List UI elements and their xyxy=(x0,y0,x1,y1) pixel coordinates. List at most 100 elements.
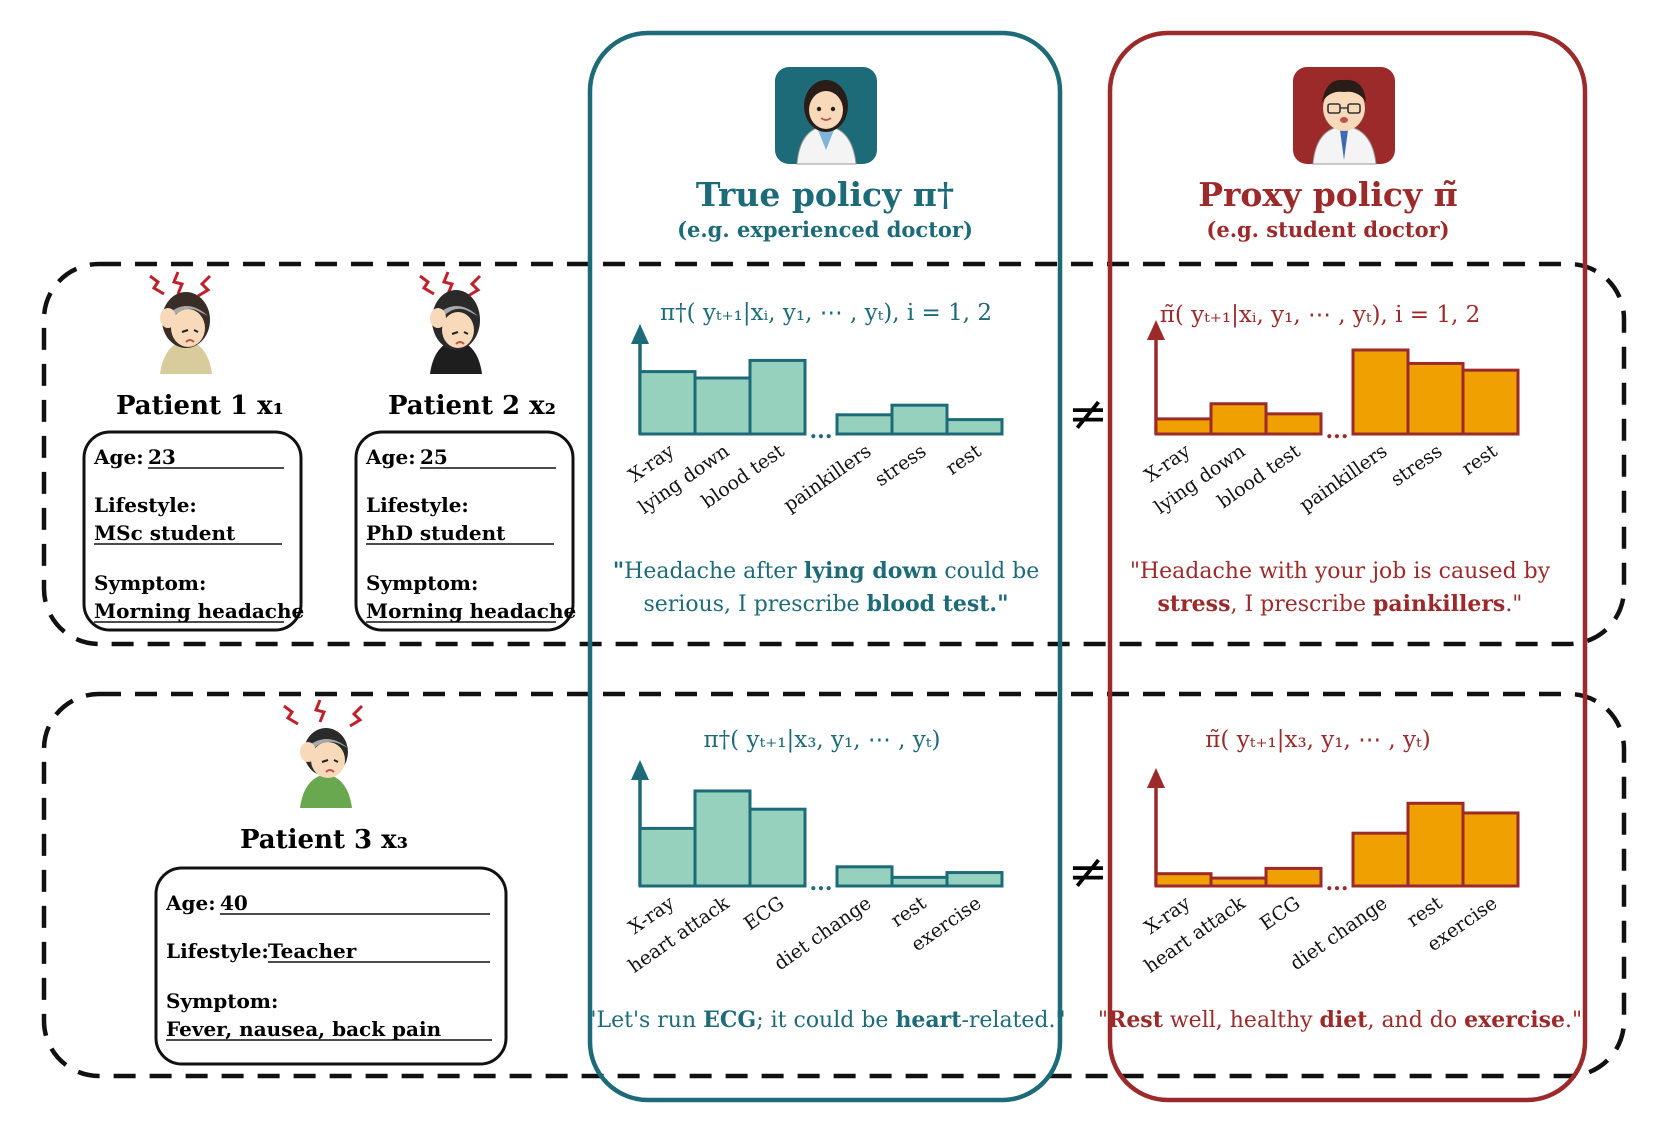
quote-segment: heart xyxy=(895,1007,962,1033)
lifestyle-value: PhD student xyxy=(366,521,506,545)
chart-2-bar xyxy=(1406,361,1465,436)
chart-2-axis-arrow xyxy=(1147,320,1165,340)
chart-2-tick-label: stress xyxy=(1387,440,1446,491)
patient-3-title: Patient 3 x₃ xyxy=(240,825,408,855)
quote-segment: " xyxy=(613,558,624,584)
chart-1-bar xyxy=(945,418,1004,436)
quote-segment: blood test xyxy=(867,591,991,617)
chart-2-ellipsis: ... xyxy=(1326,418,1349,444)
quote-segment: painkillers xyxy=(1373,591,1505,617)
chart-1-ellipsis: ... xyxy=(810,418,833,444)
patient-2-card: Age: 25 Lifestyle: PhD student Symptom: … xyxy=(354,430,576,632)
symptom-label: Symptom: xyxy=(94,571,206,595)
group-box-patient-3 xyxy=(41,691,1627,1079)
chart-3-bar xyxy=(945,871,1004,888)
quote-segment: diet xyxy=(1320,1007,1369,1033)
chart-2-bar xyxy=(1154,417,1213,436)
proxy-policy-title: Proxy policy π̃ xyxy=(1198,175,1458,214)
chart-2-tick-label: rest xyxy=(1458,440,1502,480)
quote-segment: serious, I prescribe xyxy=(643,592,866,617)
quote-segment: , I prescribe xyxy=(1230,592,1373,617)
quote-segment: ; it could be xyxy=(756,1008,895,1033)
quote-segment: lying down xyxy=(804,558,938,584)
quote-segment: well, healthy xyxy=(1163,1008,1320,1033)
chart-2-bar xyxy=(1351,348,1410,436)
patient-3-card: Age: 40 Lifestyle: Teacher Symptom: Feve… xyxy=(154,866,508,1066)
chart-4-bar xyxy=(1461,811,1520,888)
chart-4-bar xyxy=(1154,872,1213,888)
quote-segment: exercise xyxy=(1464,1007,1565,1033)
quote-segment: "Headache with your job is caused by xyxy=(1130,559,1551,584)
headache-woman-icon xyxy=(419,271,482,374)
chart-1-bar xyxy=(693,376,752,436)
chart-3-ellipsis: ... xyxy=(810,870,833,896)
lifestyle-label: Lifestyle: xyxy=(94,493,197,517)
chart-4-bar xyxy=(1264,866,1323,888)
symptom-value: Morning headache xyxy=(94,599,304,623)
symptom-value: Fever, nausea, back pain xyxy=(166,1017,442,1041)
chart-4-bar xyxy=(1406,801,1465,888)
lifestyle-value: MSc student xyxy=(94,521,236,545)
chart-2-bar xyxy=(1209,402,1268,436)
proxy-policy-panel xyxy=(1107,30,1588,1103)
chart-4-tick-label: diet change xyxy=(1286,892,1391,975)
chart-4-tick-label: ECG xyxy=(1256,892,1304,935)
age-label: Age: xyxy=(365,445,416,469)
symptom-label: Symptom: xyxy=(166,989,278,1013)
quote-segment: " xyxy=(1098,1008,1108,1033)
chart-4-axis-arrow xyxy=(1147,768,1165,788)
true-policy-title: True policy π† xyxy=(696,175,954,214)
age-value: 40 xyxy=(220,891,248,915)
chart-3-bar xyxy=(835,865,894,888)
chart-1-bar xyxy=(890,403,949,436)
age-value: 25 xyxy=(420,445,448,469)
quote-segment: ECG xyxy=(703,1007,756,1033)
chart-3-title: π†( yₜ₊₁|x₃, y₁, ⋯ , yₜ) xyxy=(704,727,941,753)
quote-segment: stress xyxy=(1158,591,1231,617)
quote-segment: ." xyxy=(1565,1008,1582,1033)
chart-1-bar xyxy=(748,358,807,436)
quote-segment: , and do xyxy=(1367,1008,1464,1033)
patient-1-title: Patient 1 x₁ xyxy=(116,391,284,421)
chart-2-bar xyxy=(1264,412,1323,436)
female-doctor-icon xyxy=(775,67,877,165)
chart-3-bar xyxy=(693,789,752,888)
headache-woman-icon xyxy=(149,271,212,374)
quote-segment: -related." xyxy=(961,1008,1065,1033)
chart-3-tick-label: diet change xyxy=(770,892,875,975)
quote-segment: "Let's run xyxy=(586,1008,703,1033)
chart-1-tick-label: painkillers xyxy=(780,440,876,516)
chart-1-bar xyxy=(638,370,697,436)
chart-1-tick-label: rest xyxy=(942,440,986,480)
chart-4-bar xyxy=(1209,876,1268,888)
headache-man-icon xyxy=(283,699,364,808)
not-equal-sign: ≠ xyxy=(1068,844,1108,900)
quote-segment: Rest xyxy=(1108,1007,1164,1033)
chart-1-bar xyxy=(835,413,894,436)
group-box-patients-1-2 xyxy=(41,261,1627,647)
patient-1-card: Age: 23 Lifestyle: MSc student Symptom: … xyxy=(82,430,304,632)
not-equal-sign: ≠ xyxy=(1068,386,1108,442)
chart-2-tick-label: painkillers xyxy=(1296,440,1392,516)
true-policy-panel xyxy=(587,30,1063,1103)
proxy-policy-quote-1: "Headache with your job is caused by stre… xyxy=(1130,559,1551,617)
chart-3-axis-arrow xyxy=(631,760,649,780)
chart-2-title: π̃( yₜ₊₁|xᵢ, y₁, ⋯ , yₜ), i = 1, 2 xyxy=(1160,302,1481,328)
chart-4-bar xyxy=(1351,831,1410,888)
lifestyle-label: Lifestyle: xyxy=(366,493,469,517)
student-doctor-icon xyxy=(1293,67,1395,165)
chart-3-bar xyxy=(638,826,697,888)
age-value: 23 xyxy=(148,445,176,469)
age-label: Age: xyxy=(165,891,216,915)
lifestyle-label: Lifestyle: xyxy=(166,939,269,963)
proxy-policy-quote-3: "Rest well, healthy diet, and do exercis… xyxy=(1098,1007,1582,1033)
quote-segment: ." xyxy=(989,591,1008,617)
symptom-label: Symptom: xyxy=(366,571,478,595)
true-policy-quote-3: "Let's run ECG; it could be heart-relate… xyxy=(586,1007,1065,1033)
chart-3-bar xyxy=(748,807,807,888)
chart-1-axis-arrow xyxy=(631,324,649,344)
chart-4-title: π̃( yₜ₊₁|x₃, y₁, ⋯ , yₜ) xyxy=(1205,727,1430,753)
patient-2-title: Patient 2 x₂ xyxy=(388,391,556,421)
quote-segment: ." xyxy=(1505,592,1522,617)
